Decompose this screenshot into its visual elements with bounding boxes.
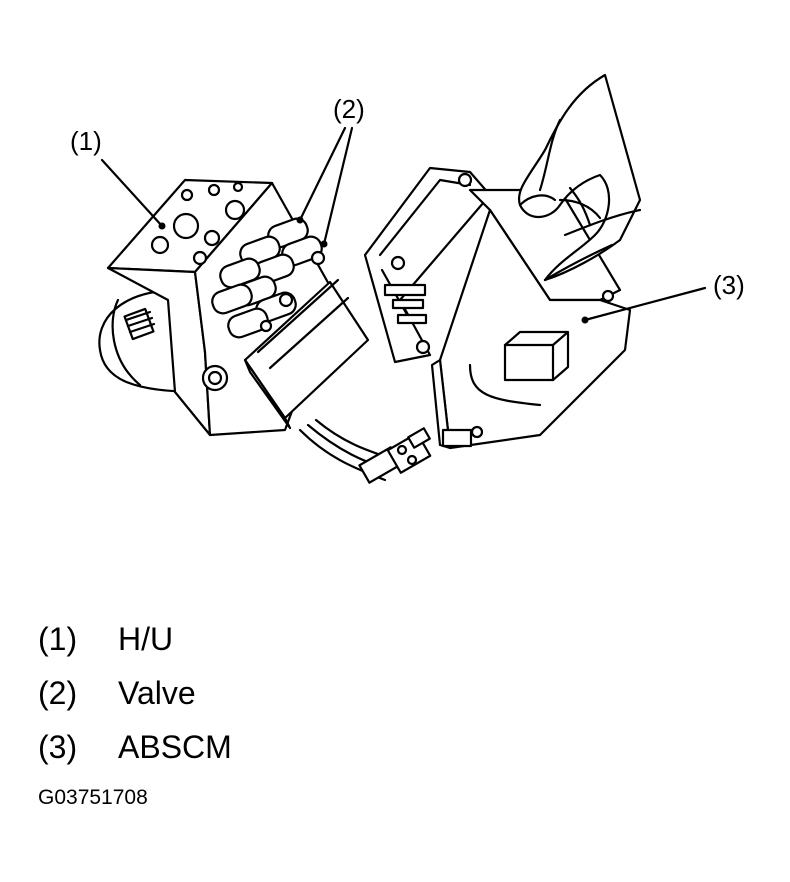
- legend-item-abscm: (3) ABSCM: [38, 720, 232, 774]
- figure-code: G03751708: [38, 786, 148, 809]
- hydraulic-unit-drawing: [98, 178, 432, 484]
- legend-item-hu: (1) H/U: [38, 612, 232, 666]
- legend-item-valve: (2) Valve: [38, 666, 232, 720]
- valve-bank-drawing: [211, 217, 326, 339]
- legend-number: (2): [38, 674, 78, 711]
- callout-hu: (1): [70, 126, 102, 156]
- legend-number: (3): [38, 728, 78, 765]
- abs-unit-illustration: [98, 73, 707, 484]
- callout-abscm: (3): [713, 270, 745, 300]
- abscm-drawing: [363, 166, 632, 450]
- legend-label: ABSCM: [118, 728, 232, 765]
- hand-drawing: [517, 73, 642, 282]
- callout-valve: (2): [333, 94, 365, 124]
- legend-label: H/U: [118, 620, 174, 657]
- legend: (1) H/U (2) Valve (3) ABSCM: [38, 612, 232, 774]
- legend-number: (1): [38, 620, 78, 657]
- leader-lines: [100, 126, 707, 324]
- legend-label: Valve: [118, 674, 196, 711]
